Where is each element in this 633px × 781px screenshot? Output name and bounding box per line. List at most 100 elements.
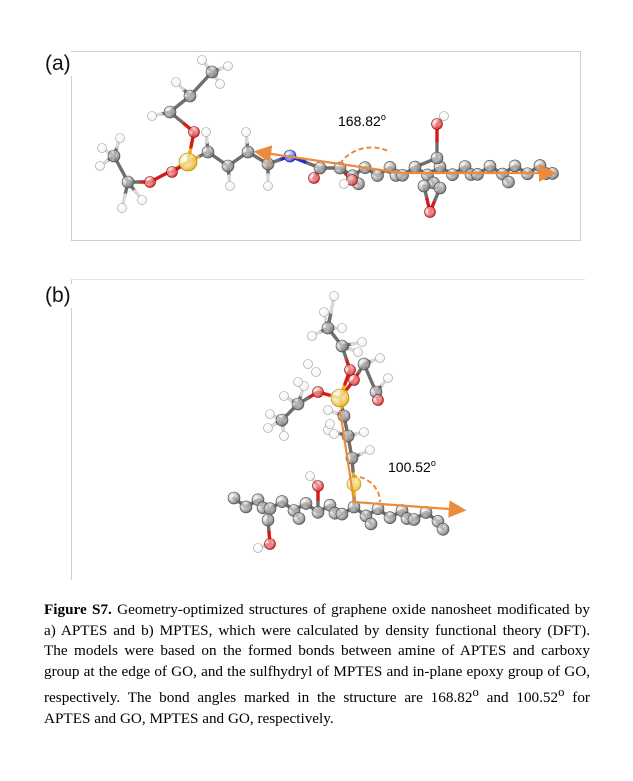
atom-c xyxy=(275,413,289,427)
atom-h xyxy=(225,181,235,191)
atom-c xyxy=(263,502,277,515)
atom-h xyxy=(279,391,289,401)
atom-h xyxy=(95,161,105,171)
panel-a-molecule: 168.82o xyxy=(95,55,559,218)
atom-c xyxy=(292,512,306,525)
atom-c xyxy=(502,175,515,189)
atom-h xyxy=(383,373,393,383)
panel-b-frame: 100.52o xyxy=(71,279,585,580)
angle-ray-left xyxy=(253,145,403,175)
atom-h xyxy=(353,347,363,357)
atom-c xyxy=(508,159,522,173)
atom-h xyxy=(263,423,273,433)
caption-label: Figure S7. xyxy=(44,601,112,618)
atom-c xyxy=(407,513,421,526)
atom-o xyxy=(166,166,178,178)
atom-o xyxy=(348,374,360,386)
atom-si xyxy=(330,388,350,408)
atom-h xyxy=(171,77,181,87)
atom-c xyxy=(239,500,253,514)
caption-text: Geometry-optimized structures of graphen… xyxy=(44,601,590,707)
atom-h xyxy=(241,127,251,137)
caption-degree-1: o xyxy=(472,685,479,700)
panel-b-label: (b) xyxy=(44,284,72,308)
atom-c xyxy=(205,65,219,79)
caption-text-mid: and 100.52 xyxy=(478,689,559,707)
angle-arc xyxy=(351,475,381,503)
angle-label-a: 168.82o xyxy=(338,112,386,129)
atom-c xyxy=(121,175,135,189)
atom-c xyxy=(357,357,371,371)
atom-h xyxy=(311,367,321,377)
atom-c xyxy=(221,159,235,173)
atom-h xyxy=(263,181,273,191)
atom-c xyxy=(471,168,484,181)
atom-h xyxy=(265,409,275,419)
atom-h xyxy=(117,203,127,213)
atom-h xyxy=(253,543,263,553)
atom-c xyxy=(433,181,447,195)
atom-s xyxy=(346,476,362,492)
atom-h xyxy=(365,445,375,455)
atom-h xyxy=(307,331,317,341)
atom-o xyxy=(312,480,324,492)
atom-c xyxy=(371,169,384,182)
atom-h xyxy=(375,353,385,363)
atom-h xyxy=(329,429,339,439)
atom-c xyxy=(321,321,335,335)
atom-c xyxy=(227,491,241,505)
caption-degree-2: o xyxy=(558,685,565,700)
atom-o xyxy=(344,364,356,376)
atom-o xyxy=(264,538,276,550)
atom-h xyxy=(279,431,289,441)
atom-c xyxy=(241,145,255,159)
panel-a-frame: 168.82o xyxy=(71,51,581,241)
atom-h xyxy=(325,419,335,429)
panel-b-molecule: 100.52o xyxy=(227,291,467,553)
atom-o xyxy=(188,126,200,138)
atom-o xyxy=(424,206,436,218)
atom-h xyxy=(201,127,211,137)
atom-c xyxy=(299,497,313,510)
atom-h xyxy=(115,133,125,143)
atom-c xyxy=(396,168,409,182)
atom-c xyxy=(430,151,444,165)
atom-c xyxy=(436,523,450,536)
atom-h xyxy=(319,307,329,317)
panel-a-label: (a) xyxy=(44,52,72,76)
atom-c xyxy=(107,149,121,163)
atom-h xyxy=(305,471,315,481)
atom-o xyxy=(312,386,324,398)
atom-c xyxy=(183,89,197,103)
atom-c xyxy=(261,513,275,527)
atom-h xyxy=(293,377,303,387)
atom-h xyxy=(223,61,233,71)
atom-h xyxy=(337,323,347,333)
atom-c xyxy=(201,145,215,159)
angle-arc xyxy=(339,146,391,165)
atom-h xyxy=(357,337,367,347)
atom-h xyxy=(147,111,157,121)
atom-c xyxy=(383,511,397,524)
atom-h xyxy=(215,79,225,89)
atom-c xyxy=(417,179,431,193)
atom-c xyxy=(313,161,327,175)
atom-o xyxy=(144,176,156,188)
atom-h xyxy=(303,359,313,369)
angle-label-b: 100.52o xyxy=(388,458,436,475)
atom-c xyxy=(163,105,177,119)
atom-si xyxy=(178,152,198,172)
atom-h xyxy=(339,179,349,189)
atom-o xyxy=(308,172,320,184)
atom-c xyxy=(275,495,289,508)
atom-h xyxy=(197,55,207,65)
atom-h xyxy=(439,111,449,121)
caption-text-end: for APTES and GO, MPTES and GO, respecti… xyxy=(44,689,590,728)
atom-h xyxy=(329,291,339,301)
atom-c xyxy=(483,159,497,173)
atom-h xyxy=(359,427,369,437)
atom-o xyxy=(431,118,443,130)
atom-h xyxy=(97,143,107,153)
atom-c xyxy=(408,160,422,174)
atom-c xyxy=(291,397,305,411)
